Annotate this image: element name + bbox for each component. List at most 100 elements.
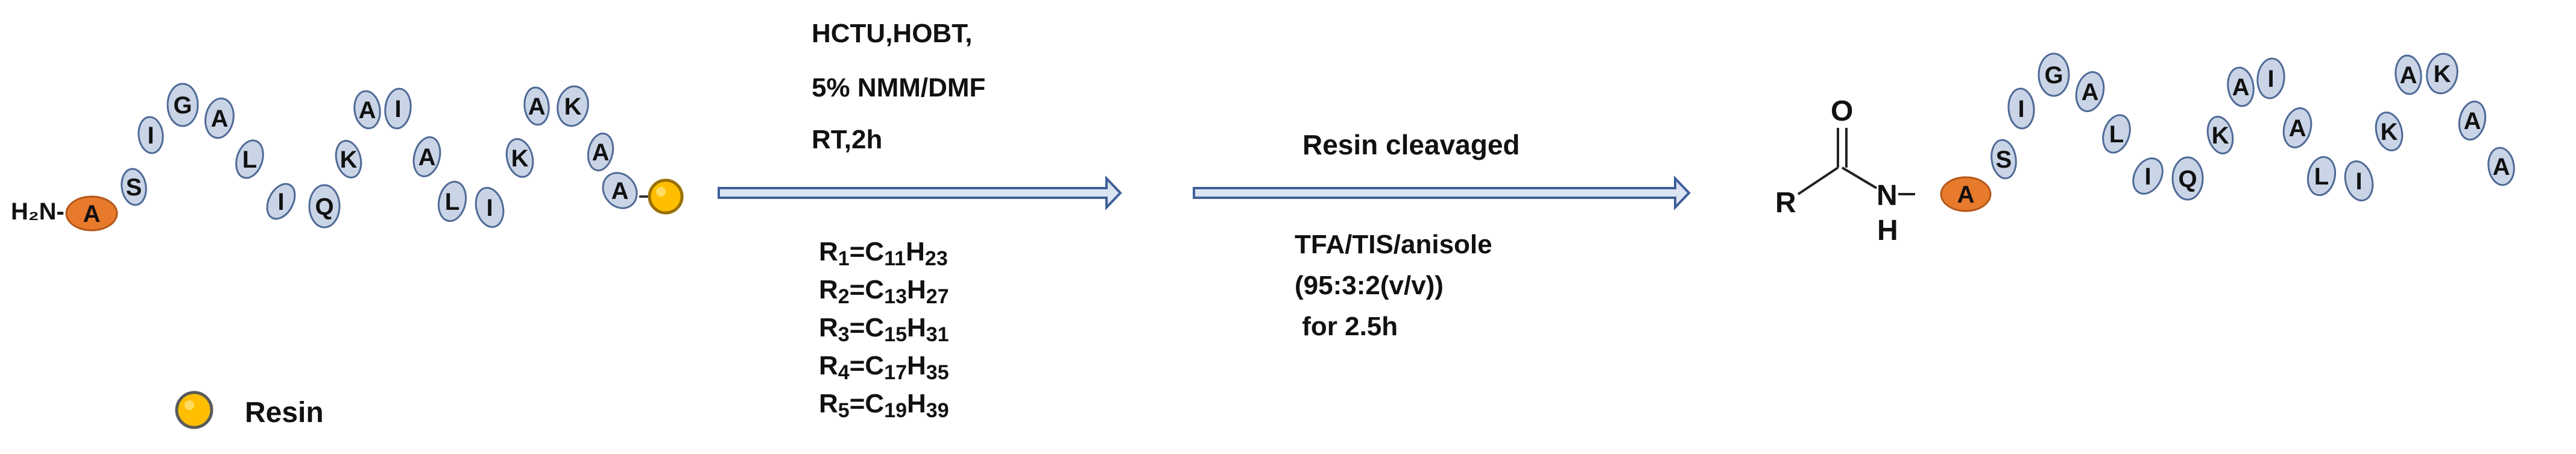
substituent-r1: R1=C11H23 <box>819 237 948 270</box>
legend-resin-bead-icon <box>175 391 213 429</box>
left-residue-letter: A <box>592 139 610 166</box>
product-residue-letter: L <box>2109 121 2124 148</box>
n-terminus-label: H₂N- <box>11 198 65 225</box>
left-residue-6: L <box>235 139 264 179</box>
product-residue-letter: I <box>2144 163 2151 190</box>
product-residue-letter: I <box>2355 168 2362 195</box>
left-residue-7: I <box>266 183 296 220</box>
left-residue-17: K <box>557 85 589 127</box>
left-residue-9: K <box>335 140 362 178</box>
acyl-group: R O N H <box>1775 95 1915 247</box>
product-residue-14: I <box>2344 160 2374 201</box>
left-residue-15: K <box>505 138 534 178</box>
amide-hydrogen-label: H <box>1877 215 1898 247</box>
left-residue-letter: A <box>418 144 436 171</box>
left-residue-letter: L <box>445 189 459 215</box>
product-residue-16: A <box>2394 54 2422 95</box>
product-residue-letter: I <box>2018 96 2024 122</box>
step2-conditions: Resin cleavaged TFA/TIS/anisole (95:3:2(… <box>1295 129 1520 341</box>
left-residue-letter: K <box>340 147 358 173</box>
left-residue-letter: I <box>147 122 154 149</box>
product-residue-7: I <box>2132 157 2164 195</box>
product-residue-6: L <box>2102 114 2131 154</box>
nitrogen-label: N <box>1877 180 1898 212</box>
product-residue-19: A <box>2487 147 2515 186</box>
product-residue-letter: A <box>2289 115 2306 142</box>
r-carbonyl-bond <box>1797 166 1839 195</box>
product-residue-letter: Q <box>2178 166 2197 192</box>
reagent-line-1: HCTU,HOBT, <box>812 19 972 48</box>
product-residue-9: K <box>2206 116 2234 154</box>
left-residue-5: A <box>204 97 235 139</box>
cleavage-time: for 2.5h <box>1295 312 1398 341</box>
product-residue-letter: A <box>2082 79 2099 106</box>
cleavage-cocktail: TFA/TIS/anisole <box>1295 230 1492 259</box>
product-residue-letter: K <box>2212 122 2229 149</box>
r-group-label: R <box>1775 187 1796 219</box>
product-residue-3: I <box>2007 87 2035 130</box>
product-residue-letter: L <box>2314 163 2329 190</box>
legend: Resin <box>175 391 324 429</box>
left-residue-letter: A <box>528 93 546 120</box>
substituent-r2: R2=C13H27 <box>819 275 949 308</box>
product-residue-8: Q <box>2171 156 2204 201</box>
product-residue-letter: A <box>2232 74 2250 101</box>
left-residue-11: I <box>384 87 412 130</box>
product-residue-letter: A <box>2493 154 2510 180</box>
product-residue-letter: K <box>2381 119 2398 145</box>
product-residue-1: A <box>1940 176 1992 212</box>
cleavage-ratio: (95:3:2(v/v)) <box>1295 271 1444 300</box>
reagent-line-2: 5% NMM/DMF <box>812 73 985 102</box>
product-residue-letter: K <box>2434 61 2451 87</box>
amide-bond <box>1841 166 1878 189</box>
product-residue-4: G <box>2038 52 2070 97</box>
product-residue-18: A <box>2458 100 2487 141</box>
left-residue-letter: A <box>83 201 101 227</box>
left-residue-16: A <box>523 86 550 126</box>
left-residue-18: A <box>587 132 614 172</box>
left-residue-letter: I <box>486 195 493 221</box>
oxygen-label: O <box>1831 95 1853 127</box>
product-residue-letter: A <box>1957 181 1975 208</box>
product-residue-2: S <box>1990 139 2017 180</box>
cleavage-title: Resin cleavaged <box>1302 129 1520 160</box>
product-residue-11: I <box>2256 57 2285 99</box>
left-residue-8: Q <box>308 184 341 229</box>
left-residue-letter: A <box>359 97 376 124</box>
left-residue-letter: S <box>126 174 142 201</box>
substituent-r5: R5=C19H39 <box>819 389 949 422</box>
product-residue-letter: I <box>2267 66 2274 92</box>
product-residue-letter: A <box>2400 62 2417 89</box>
left-residue-letter: K <box>511 145 529 172</box>
product-residue-17: K <box>2426 52 2458 95</box>
left-residue-letter: L <box>242 147 257 173</box>
left-residue-letter: G <box>173 92 192 119</box>
left-residue-3: I <box>137 116 164 154</box>
left-residue-letter: A <box>611 178 629 204</box>
substituent-list: R1=C11H23 R2=C13H27 R3=C15H31 R4=C17H35 … <box>819 237 949 422</box>
step1-reagents: HCTU,HOBT, 5% NMM/DMF RT,2h <box>812 19 985 154</box>
left-residue-letter: I <box>394 96 401 122</box>
left-residue-letter: K <box>564 93 582 120</box>
legend-resin-label: Resin <box>245 397 324 429</box>
product-residue-5: A <box>2075 71 2105 112</box>
substituent-r3: R3=C15H31 <box>819 313 949 346</box>
resin-bead-icon <box>648 178 684 215</box>
left-residue-4: G <box>166 83 199 127</box>
left-residue-2: S <box>121 168 147 206</box>
reaction-arrow-1 <box>718 175 1122 210</box>
product-residue-letter: A <box>2464 108 2481 134</box>
left-residue-letter: Q <box>315 194 333 220</box>
left-residue-10: A <box>353 90 381 130</box>
left-residue-19: A <box>602 172 638 209</box>
left-residue-1: A <box>65 195 118 232</box>
product-residue-12: A <box>2282 107 2312 148</box>
product-residue-letter: G <box>2044 62 2063 89</box>
substituent-r4: R4=C17H35 <box>819 351 949 384</box>
left-residue-13: L <box>437 180 467 222</box>
